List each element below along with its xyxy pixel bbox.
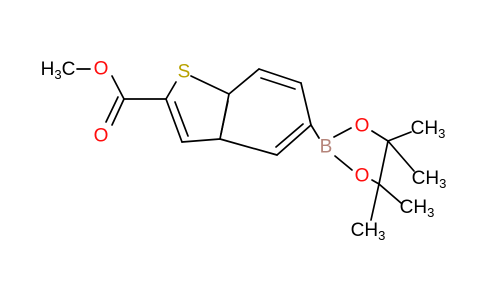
bond	[258, 68, 302, 84]
bond	[387, 131, 412, 142]
bond	[334, 155, 353, 171]
bond	[105, 96, 119, 123]
bond	[174, 101, 189, 137]
methyl-label-2: CH3	[412, 168, 447, 191]
bond	[387, 140, 415, 172]
bond	[276, 124, 312, 156]
bond	[111, 75, 125, 100]
bond	[111, 98, 125, 126]
bond	[190, 75, 230, 95]
bond	[228, 68, 260, 95]
methyl-label-1: CH3	[411, 118, 446, 141]
bonds	[76, 68, 415, 221]
atom-labels: H3C O O S B O O CH3 CH3 CH3 CH3	[41, 59, 447, 243]
boronate-oxygen-lower-label: O	[355, 166, 370, 187]
bond	[333, 127, 352, 138]
bond	[181, 138, 221, 143]
bond	[371, 130, 389, 142]
methyl-label-3: CH3	[400, 197, 435, 220]
bond	[310, 124, 320, 139]
carbonyl-oxygen-label: O	[94, 126, 109, 147]
bond	[165, 98, 183, 143]
bond	[275, 123, 304, 148]
boron-atom-label: B	[320, 137, 333, 158]
bond	[219, 138, 278, 156]
bond	[165, 81, 177, 100]
bond	[378, 183, 402, 204]
bond	[371, 179, 380, 185]
bond	[300, 82, 312, 126]
ester-oxygen-label: O	[94, 59, 109, 80]
methoxy-carbon-label: H3C	[41, 59, 76, 82]
bond	[260, 77, 296, 90]
sulfur-atom-label: S	[178, 62, 191, 83]
bond	[220, 100, 229, 135]
bond	[378, 140, 389, 185]
methyl-label-4: CH3	[351, 220, 386, 243]
bond	[370, 183, 380, 221]
boronate-oxygen-upper-label: O	[355, 116, 370, 137]
